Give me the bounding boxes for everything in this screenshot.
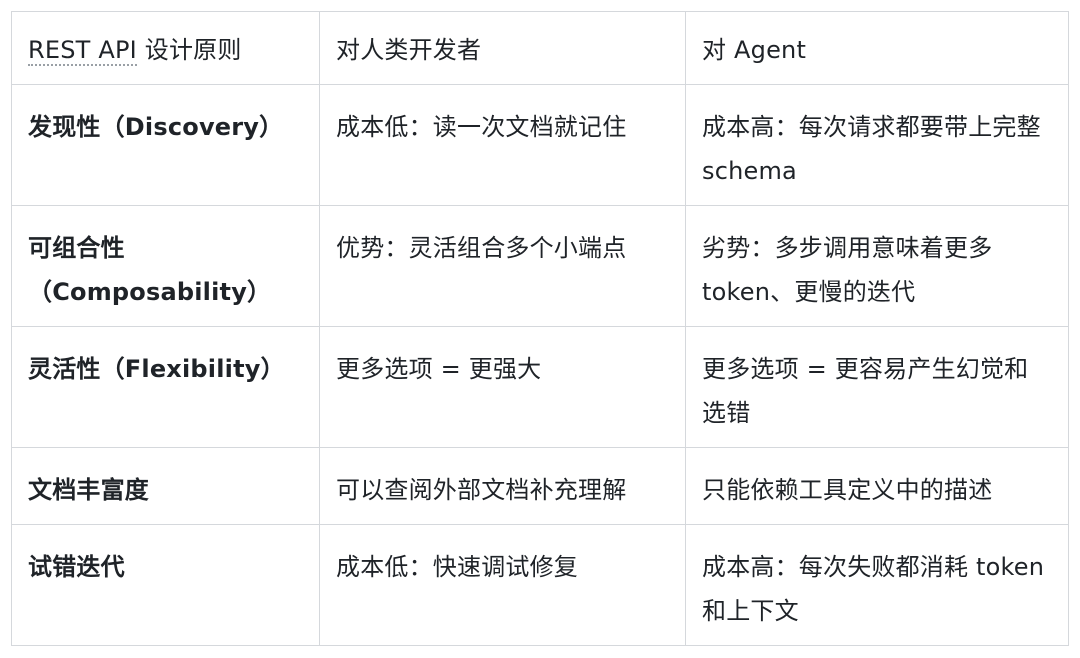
- table-header-row: REST API 设计原则 对人类开发者 对 Agent: [11, 11, 1069, 85]
- rest-api-abbr: REST API: [28, 36, 137, 66]
- agent-cell: 劣势：多步调用意味着更多 token、更慢的迭代: [685, 205, 1069, 327]
- human-cell: 成本低：快速调试修复: [319, 524, 686, 646]
- comparison-table: REST API 设计原则 对人类开发者 对 Agent 发现性（Discove…: [11, 11, 1069, 646]
- agent-cell: 只能依赖工具定义中的描述: [685, 447, 1069, 525]
- human-cell: 优势：灵活组合多个小端点: [319, 205, 686, 327]
- header-cell-principle: REST API 设计原则: [11, 11, 320, 85]
- table-row: 文档丰富度 可以查阅外部文档补充理解 只能依赖工具定义中的描述: [11, 447, 1069, 525]
- header-cell-agent: 对 Agent: [685, 11, 1069, 85]
- table-row: 发现性（Discovery） 成本低：读一次文档就记住 成本高：每次请求都要带上…: [11, 84, 1069, 206]
- header-principle-label: 设计原则: [136, 36, 242, 64]
- principle-cell: 试错迭代: [11, 524, 320, 646]
- table-row: 试错迭代 成本低：快速调试修复 成本高：每次失败都消耗 token 和上下文: [11, 524, 1069, 646]
- agent-cell: 成本高：每次失败都消耗 token 和上下文: [685, 524, 1069, 646]
- principle-cell: 可组合性（Composability）: [11, 205, 320, 327]
- principle-cell: 发现性（Discovery）: [11, 84, 320, 206]
- principle-cell: 文档丰富度: [11, 447, 320, 525]
- agent-cell: 更多选项 = 更容易产生幻觉和选错: [685, 326, 1069, 448]
- human-cell: 可以查阅外部文档补充理解: [319, 447, 686, 525]
- human-cell: 更多选项 = 更强大: [319, 326, 686, 448]
- table-row: 可组合性（Composability） 优势：灵活组合多个小端点 劣势：多步调用…: [11, 205, 1069, 327]
- agent-cell: 成本高：每次请求都要带上完整 schema: [685, 84, 1069, 206]
- header-cell-human: 对人类开发者: [319, 11, 686, 85]
- table-row: 灵活性（Flexibility） 更多选项 = 更强大 更多选项 = 更容易产生…: [11, 326, 1069, 448]
- human-cell: 成本低：读一次文档就记住: [319, 84, 686, 206]
- principle-cell: 灵活性（Flexibility）: [11, 326, 320, 448]
